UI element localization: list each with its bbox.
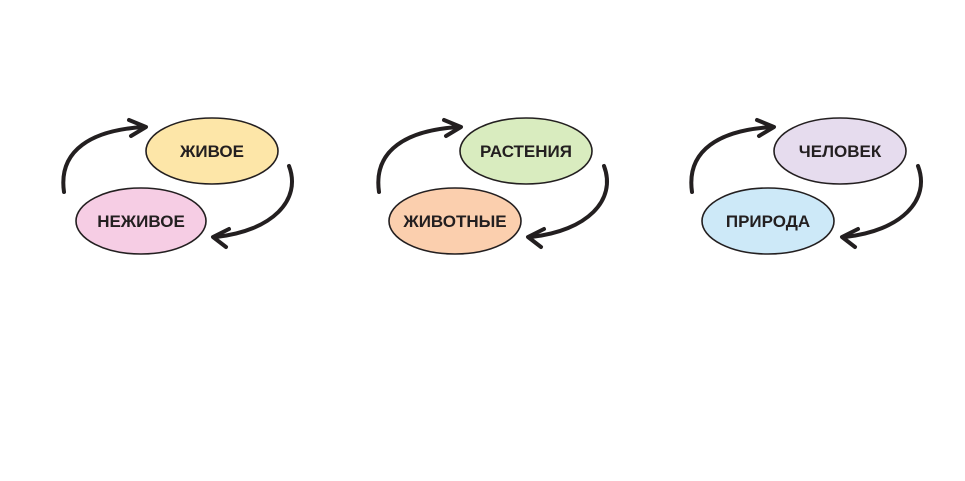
node-priroda-label: ПРИРОДА [726, 212, 810, 231]
node-zhivotnye [388, 187, 522, 255]
cycle-1-arrow-down [214, 164, 294, 239]
cycle-2-arrow-up [376, 125, 461, 194]
cycle-1-arrowhead-up [127, 118, 148, 138]
cycle-3: ЧЕЛОВЕК ПРИРОДА [689, 117, 923, 255]
node-zhivotnye-label: ЖИВОТНЫЕ [402, 212, 506, 231]
cycle-1-arrowhead-down [211, 227, 231, 249]
node-rasteniya [459, 117, 593, 185]
cycle-3-arrow-up [689, 125, 774, 194]
node-zhivoe [145, 117, 279, 185]
node-chelovek-label: ЧЕЛОВЕК [799, 142, 882, 161]
cycle-3-arrowhead-up [755, 118, 776, 138]
node-chelovek [773, 117, 907, 185]
cycle-2-arrowhead-up [442, 118, 463, 138]
cycle-3-arrow-down [843, 164, 923, 239]
cycle-1-arrow-up [61, 125, 146, 194]
cycle-2: РАСТЕНИЯ ЖИВОТНЫЕ [376, 117, 609, 255]
cycle-1: ЖИВОЕ НЕЖИВОЕ [61, 117, 294, 255]
cycle-2-arrow-down [529, 164, 609, 239]
node-zhivoe-label: ЖИВОЕ [179, 142, 244, 161]
cycle-2-arrowhead-down [526, 227, 546, 249]
cycle-3-arrowhead-down [840, 227, 860, 249]
node-nezhivoe [75, 187, 207, 255]
node-rasteniya-label: РАСТЕНИЯ [480, 142, 572, 161]
node-nezhivoe-label: НЕЖИВОЕ [97, 212, 185, 231]
node-priroda [701, 187, 835, 255]
